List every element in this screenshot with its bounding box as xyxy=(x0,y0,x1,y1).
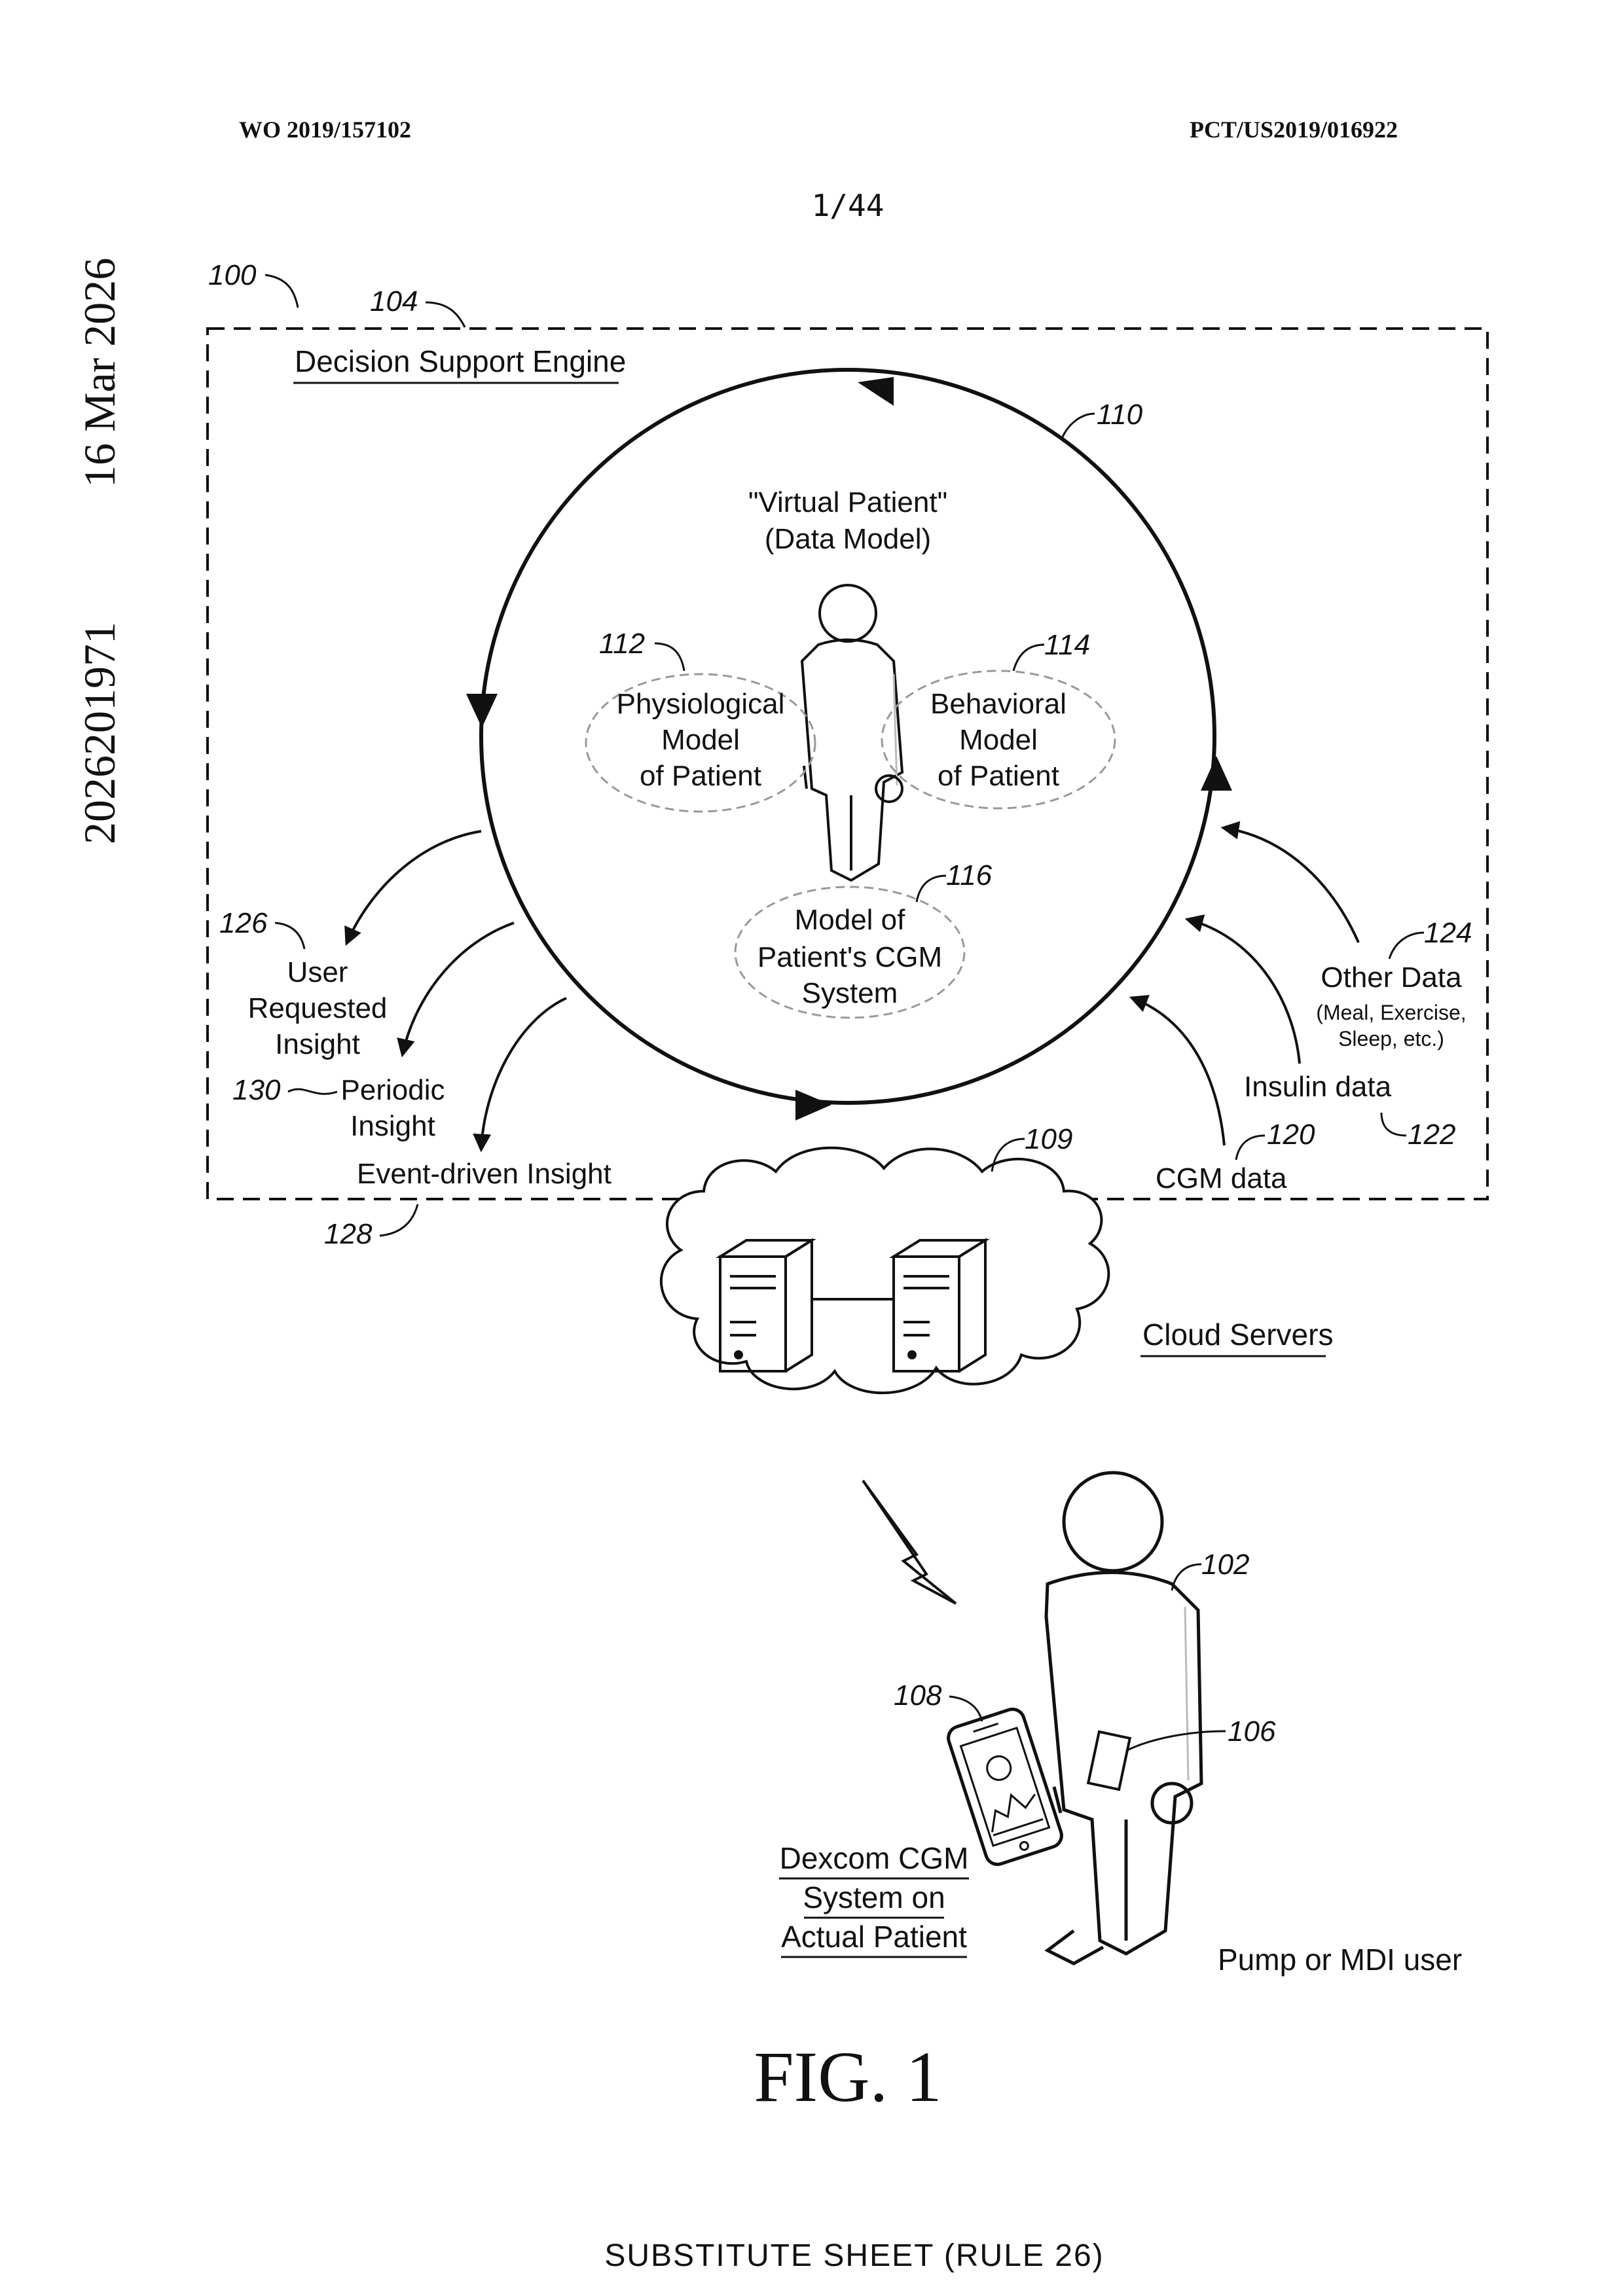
engine-title: Decision Support Engine xyxy=(295,344,626,378)
ref-periodic: 130 xyxy=(232,1074,281,1106)
leader-engine xyxy=(426,302,465,327)
ref-cloud: 109 xyxy=(1025,1123,1072,1155)
behavioral-line3: of Patient xyxy=(938,760,1059,792)
ref-insulin-data: 122 xyxy=(1408,1119,1455,1151)
leader-user-requested xyxy=(275,923,304,949)
dexcom-line1: Dexcom CGM xyxy=(780,1841,969,1875)
leader-periodic xyxy=(288,1089,337,1094)
event-driven-label: Event-driven Insight xyxy=(357,1158,611,1190)
ref-sensor: 106 xyxy=(1228,1715,1276,1748)
leader-cgm-model xyxy=(917,876,946,902)
cgm-model-line1: Model of xyxy=(795,904,906,936)
leader-sensor xyxy=(1126,1731,1226,1751)
loop-arrow-left xyxy=(466,694,498,728)
leader-phone xyxy=(949,1696,982,1721)
leader-other-data xyxy=(1389,933,1424,959)
physio-line1: Physiological xyxy=(617,688,785,720)
arrow-insulin-data xyxy=(1188,920,1300,1064)
wireless-lightning-icon xyxy=(863,1480,956,1604)
loop-arrow-right xyxy=(1201,756,1232,791)
behavioral-line1: Behavioral xyxy=(930,688,1067,720)
insulin-data-label: Insulin data xyxy=(1244,1071,1392,1103)
virtual-patient-sublabel: (Data Model) xyxy=(765,523,931,555)
loop-arrow-bottom xyxy=(795,1090,831,1121)
arrow-cgm-data xyxy=(1133,998,1224,1145)
leader-loop xyxy=(1062,414,1095,439)
side-stamp-number: 2026201971 xyxy=(75,622,124,844)
side-stamp-date: 16 Mar 2026 xyxy=(75,258,124,488)
pump-user-label: Pump or MDI user xyxy=(1218,1943,1462,1977)
cgm-model-line2: Patient's CGM xyxy=(757,941,942,973)
ref-patient: 102 xyxy=(1201,1549,1249,1581)
leader-insulin-data xyxy=(1381,1113,1406,1136)
ref-event-driven: 128 xyxy=(324,1218,373,1250)
leader-cgm-data xyxy=(1236,1136,1265,1160)
periodic-line2: Insight xyxy=(350,1110,435,1142)
other-data-line1: Other Data xyxy=(1321,961,1462,994)
periodic-line1: Periodic xyxy=(341,1074,445,1106)
user-requested-line3: Insight xyxy=(275,1028,360,1060)
virtual-patient-label: "Virtual Patient" xyxy=(748,486,947,518)
physio-line3: of Patient xyxy=(640,760,761,792)
ref-behavioral: 114 xyxy=(1044,629,1090,661)
dexcom-line3: Actual Patient xyxy=(781,1920,967,1954)
actual-patient-figure xyxy=(1046,1473,1201,1964)
leader-event-driven xyxy=(380,1204,418,1236)
decision-support-engine-box xyxy=(208,329,1487,1199)
sheet-number: 1/44 xyxy=(812,188,884,223)
loop-arrow-top xyxy=(858,377,894,406)
physio-line2: Model xyxy=(661,724,740,756)
arrow-periodic xyxy=(403,923,514,1054)
arrow-other-data xyxy=(1224,828,1359,942)
arrow-event-driven xyxy=(481,998,566,1149)
ref-physio: 112 xyxy=(599,628,645,660)
cloud-servers-label: Cloud Servers xyxy=(1142,1318,1333,1352)
application-number: PCT/US2019/016922 xyxy=(1190,117,1398,143)
virtual-patient-figure xyxy=(802,585,902,880)
user-requested-line1: User xyxy=(287,956,348,988)
ref-user-requested: 126 xyxy=(219,907,268,939)
ref-cgm-data: 120 xyxy=(1267,1119,1315,1151)
leader-physio xyxy=(655,643,684,671)
ref-loop: 110 xyxy=(1097,399,1143,431)
other-data-line3: Sleep, etc.) xyxy=(1338,1027,1444,1050)
ref-system: 100 xyxy=(208,259,257,291)
publication-number: WO 2019/157102 xyxy=(239,117,411,143)
ref-other-data: 124 xyxy=(1424,917,1472,949)
arrow-user-requested xyxy=(347,831,481,942)
ref-cgm-model: 116 xyxy=(946,859,993,891)
user-requested-line2: Requested xyxy=(248,992,388,1024)
footer-text: SUBSTITUTE SHEET (RULE 26) xyxy=(604,2238,1104,2273)
ref-engine: 104 xyxy=(370,285,418,317)
behavioral-line2: Model xyxy=(959,724,1038,756)
cloud-outline xyxy=(661,1148,1108,1393)
other-data-line2: (Meal, Exercise, xyxy=(1316,1001,1466,1024)
leader-system xyxy=(265,275,298,308)
leader-behavioral xyxy=(1013,645,1044,671)
ref-phone: 108 xyxy=(894,1679,942,1712)
figure-label: FIG. 1 xyxy=(754,2037,941,2117)
cgm-data-label: CGM data xyxy=(1156,1162,1287,1194)
dexcom-line2: System on xyxy=(803,1880,945,1914)
cgm-model-line3: System xyxy=(802,977,898,1009)
cgm-sensor xyxy=(1088,1732,1130,1789)
